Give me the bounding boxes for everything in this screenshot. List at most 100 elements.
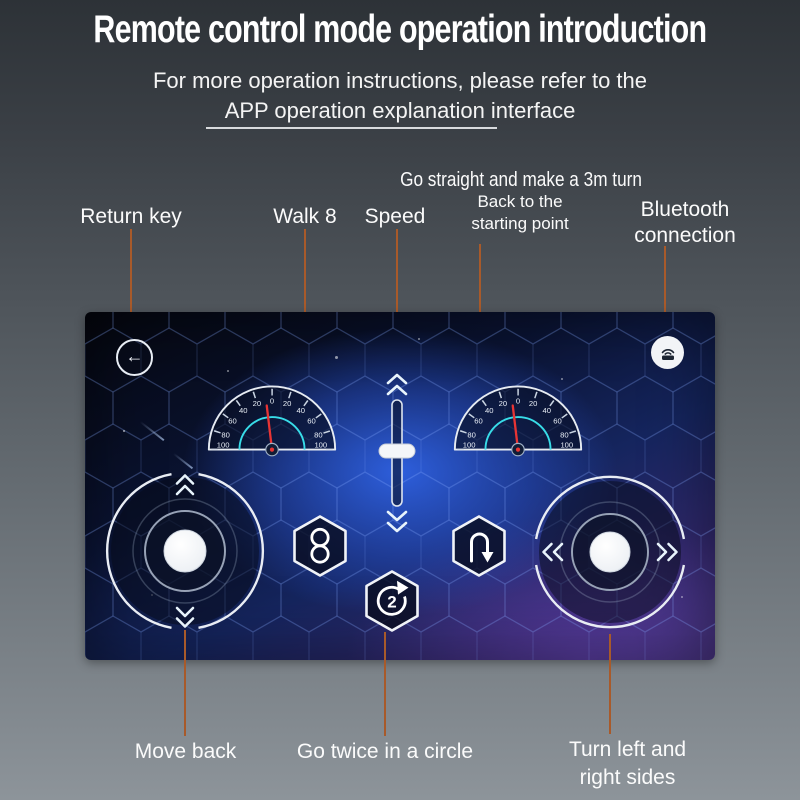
star-dot — [335, 356, 338, 359]
svg-text:60: 60 — [228, 417, 237, 426]
speed-slider[interactable] — [375, 368, 419, 538]
leader-line-bluetooth — [664, 246, 666, 328]
callout-bluetooth-line2: connection — [634, 224, 736, 247]
u-turn-button[interactable] — [450, 514, 508, 578]
svg-text:40: 40 — [296, 406, 305, 415]
up-chevron-icon — [175, 474, 195, 485]
back-button[interactable]: ← — [116, 339, 153, 376]
gauge-needle — [511, 404, 520, 451]
svg-text:0: 0 — [270, 397, 274, 406]
left-speed-gauge: 100 80 60 40 20 0 20 40 60 80 100 — [207, 385, 337, 457]
svg-text:100: 100 — [217, 441, 230, 450]
svg-text:40: 40 — [542, 406, 551, 415]
page-title: Remote control mode operation introducti… — [0, 8, 800, 52]
gauge-tick-labels: 100 80 60 40 20 0 20 40 60 80 100 — [217, 397, 327, 450]
callout-turn-sides: Turn left and right sides — [545, 736, 710, 792]
u-turn-arrow-head-icon — [481, 552, 494, 563]
up-chevron-icon — [175, 484, 195, 496]
joystick-ring — [534, 564, 686, 629]
remote-app-screenshot: ← 100 80 60 40 20 0 20 40 6 — [85, 312, 715, 660]
right-joystick[interactable] — [530, 472, 690, 632]
left-joystick[interactable] — [103, 469, 267, 633]
gauge-tick-labels: 100 80 60 40 20 0 20 40 60 80 100 — [463, 397, 573, 450]
right-chevron-icon — [667, 542, 678, 562]
circle-count-label: 2 — [387, 593, 396, 612]
svg-text:60: 60 — [553, 417, 562, 426]
right-chevron-icon — [656, 542, 668, 562]
back-arrow-icon: ← — [125, 346, 144, 366]
joystick-ring — [198, 473, 265, 629]
gauge-needle — [265, 404, 274, 451]
slider-up-chevron-icon — [386, 373, 408, 385]
subtitle-line-2: APP operation explanation interface — [224, 98, 576, 123]
leader-line-return-key — [130, 229, 132, 315]
gauge-tick-marks — [211, 388, 333, 450]
circular-arrow-icon — [376, 586, 407, 616]
gauge-tick-marks — [457, 388, 579, 450]
joystick-inner-ring — [132, 498, 238, 604]
circular-arrow-head-icon — [397, 580, 409, 595]
leader-line-go-twice — [384, 632, 386, 736]
callout-starting-point: starting point — [471, 214, 569, 233]
down-chevron-icon — [175, 606, 195, 618]
star-dot — [227, 370, 229, 372]
slider-down-chevron-icon — [386, 521, 408, 533]
callout-straight-turn: Go straight and make a 3m turn — [400, 169, 642, 191]
callout-return-key: Return key — [80, 205, 182, 228]
figure-8-icon — [310, 544, 330, 564]
gauge-hub-dot — [515, 447, 521, 452]
left-chevron-icon — [542, 542, 553, 562]
callout-turn-sides-line1: Turn left and — [568, 738, 687, 761]
callout-bluetooth-line1: Bluetooth — [640, 198, 730, 221]
callout-go-twice: Go twice in a circle — [296, 740, 474, 763]
svg-text:100: 100 — [560, 441, 573, 450]
right-speed-gauge: 100 80 60 40 20 0 20 40 60 80 100 — [453, 385, 583, 457]
svg-text:40: 40 — [239, 406, 248, 415]
left-joystick-knob[interactable] — [163, 529, 207, 573]
subtitle-line-1: For more operation instructions, please … — [152, 68, 648, 93]
callout-move-back: Move back — [134, 740, 237, 763]
star-dot — [681, 596, 683, 598]
svg-text:20: 20 — [283, 399, 292, 408]
svg-text:0: 0 — [516, 397, 520, 406]
star-dot — [418, 338, 420, 340]
svg-text:20: 20 — [499, 399, 508, 408]
leader-line-speed — [396, 229, 398, 369]
joystick-ring — [105, 473, 172, 629]
svg-text:20: 20 — [253, 399, 261, 408]
svg-text:100: 100 — [463, 441, 476, 450]
svg-text:80: 80 — [467, 430, 476, 439]
remote-signal-icon — [661, 348, 674, 360]
slider-up-chevron-icon — [386, 384, 408, 396]
svg-text:80: 80 — [221, 430, 230, 439]
star-dot — [123, 430, 125, 432]
svg-text:80: 80 — [560, 430, 569, 439]
walk-8-button[interactable] — [291, 514, 349, 578]
svg-text:60: 60 — [307, 417, 316, 426]
page-title-text: Remote control mode operation introducti… — [93, 8, 708, 51]
svg-text:60: 60 — [474, 417, 483, 426]
leader-line-walk-8 — [304, 229, 306, 315]
gauge-hub-dot — [269, 447, 275, 452]
leader-line-move-back — [184, 630, 186, 736]
gauge-accent-arc — [238, 416, 306, 450]
joystick-inner-ring — [559, 501, 661, 603]
svg-text:20: 20 — [529, 399, 538, 408]
speed-slider-handle[interactable] — [378, 443, 416, 459]
callout-bluetooth: Bluetooth connection — [610, 197, 760, 249]
slider-down-chevron-icon — [386, 510, 408, 522]
svg-text:80: 80 — [314, 430, 323, 439]
bluetooth-connection-button[interactable] — [651, 336, 684, 369]
svg-text:40: 40 — [485, 406, 494, 415]
right-joystick-knob[interactable] — [589, 531, 631, 573]
page-subtitle: For more operation instructions, please … — [0, 66, 800, 126]
subtitle-underline — [206, 127, 497, 129]
joystick-ring — [534, 475, 686, 540]
go-twice-circle-button[interactable]: 2 — [363, 569, 421, 633]
callout-turn-sides-line2: right sides — [579, 766, 676, 789]
callout-walk-8: Walk 8 — [273, 205, 337, 228]
down-chevron-icon — [175, 617, 195, 628]
callout-straight-turn-sub: Back to the starting point — [455, 191, 585, 235]
star-dot — [561, 378, 563, 380]
